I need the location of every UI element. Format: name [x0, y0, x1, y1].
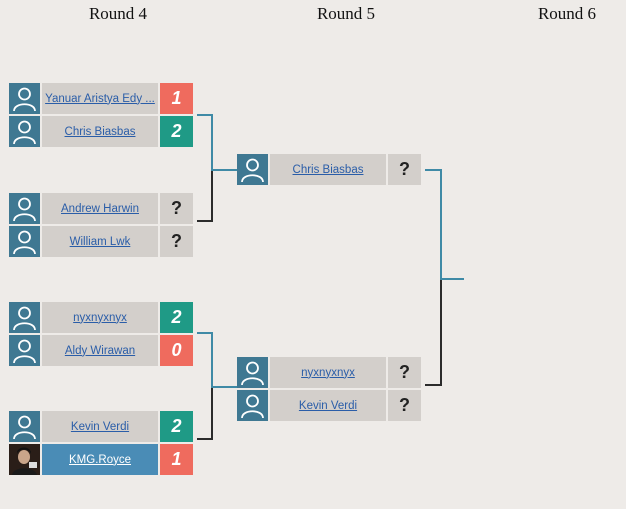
user-avatar-icon[interactable] [9, 226, 40, 257]
match-slot: Kevin Verdi 2 [9, 411, 193, 442]
user-avatar-icon[interactable] [9, 116, 40, 147]
player-name-link[interactable]: William Lwk [42, 226, 158, 257]
player-name-link[interactable]: KMG.Royce [42, 444, 158, 475]
match-slot: Chris Biasbas ? [237, 154, 421, 185]
player-name-link[interactable]: Andrew Harwin [42, 193, 158, 224]
bracket-connector [211, 332, 213, 387]
bracket-connector [197, 332, 213, 334]
round-5-title: Round 5 [316, 4, 376, 23]
player-name-link[interactable]: Yanuar Aristya Edy ... [42, 83, 158, 114]
match-slot: nyxnyxnyx 2 [9, 302, 193, 333]
bracket-connector [440, 279, 442, 386]
bracket-connector [425, 169, 442, 171]
player-name-link[interactable]: nyxnyxnyx [42, 302, 158, 333]
user-avatar-icon[interactable] [237, 154, 268, 185]
round-4-title: Round 4 [88, 4, 148, 23]
user-avatar-icon[interactable] [9, 335, 40, 366]
player-name-link[interactable]: Chris Biasbas [42, 116, 158, 147]
player-name-link[interactable]: Chris Biasbas [270, 154, 386, 185]
round-6-title: Round 6 [537, 4, 597, 23]
user-avatar-icon[interactable] [9, 411, 40, 442]
bracket-connector [197, 114, 213, 116]
bracket-connector [425, 384, 442, 386]
match-slot: Aldy Wirawan 0 [9, 335, 193, 366]
match-slot: William Lwk ? [9, 226, 193, 257]
bracket-connector [211, 171, 213, 222]
score-badge: 2 [160, 411, 193, 442]
user-avatar-icon[interactable] [9, 83, 40, 114]
user-avatar-icon[interactable] [237, 390, 268, 421]
match-slot: KMG.Royce 1 [9, 444, 193, 475]
user-photo-avatar[interactable] [9, 444, 40, 475]
user-avatar-icon[interactable] [9, 302, 40, 333]
bracket-connector [211, 169, 237, 171]
score-badge: ? [388, 154, 421, 185]
match-slot: Yanuar Aristya Edy ... 1 [9, 83, 193, 114]
score-badge: 1 [160, 444, 193, 475]
match-slot: nyxnyxnyx ? [237, 357, 421, 388]
match-slot: Andrew Harwin ? [9, 193, 193, 224]
score-badge: ? [160, 226, 193, 257]
user-avatar-icon[interactable] [237, 357, 268, 388]
player-name-link[interactable]: nyxnyxnyx [270, 357, 386, 388]
score-badge: ? [388, 390, 421, 421]
score-badge: ? [388, 357, 421, 388]
bracket-connector [211, 386, 237, 388]
player-name-link[interactable]: Kevin Verdi [270, 390, 386, 421]
score-badge: ? [160, 193, 193, 224]
score-badge: 1 [160, 83, 193, 114]
player-name-link[interactable]: Aldy Wirawan [42, 335, 158, 366]
score-badge: 2 [160, 116, 193, 147]
match-slot: Chris Biasbas 2 [9, 116, 193, 147]
bracket-connector [197, 220, 213, 222]
bracket-connector [440, 169, 442, 279]
bracket-connector [440, 278, 464, 280]
user-avatar-icon[interactable] [9, 193, 40, 224]
bracket-connector [211, 387, 213, 440]
bracket-connector [197, 438, 213, 440]
score-badge: 2 [160, 302, 193, 333]
match-slot: Kevin Verdi ? [237, 390, 421, 421]
bracket-connector [211, 114, 213, 171]
score-badge: 0 [160, 335, 193, 366]
player-name-link[interactable]: Kevin Verdi [42, 411, 158, 442]
